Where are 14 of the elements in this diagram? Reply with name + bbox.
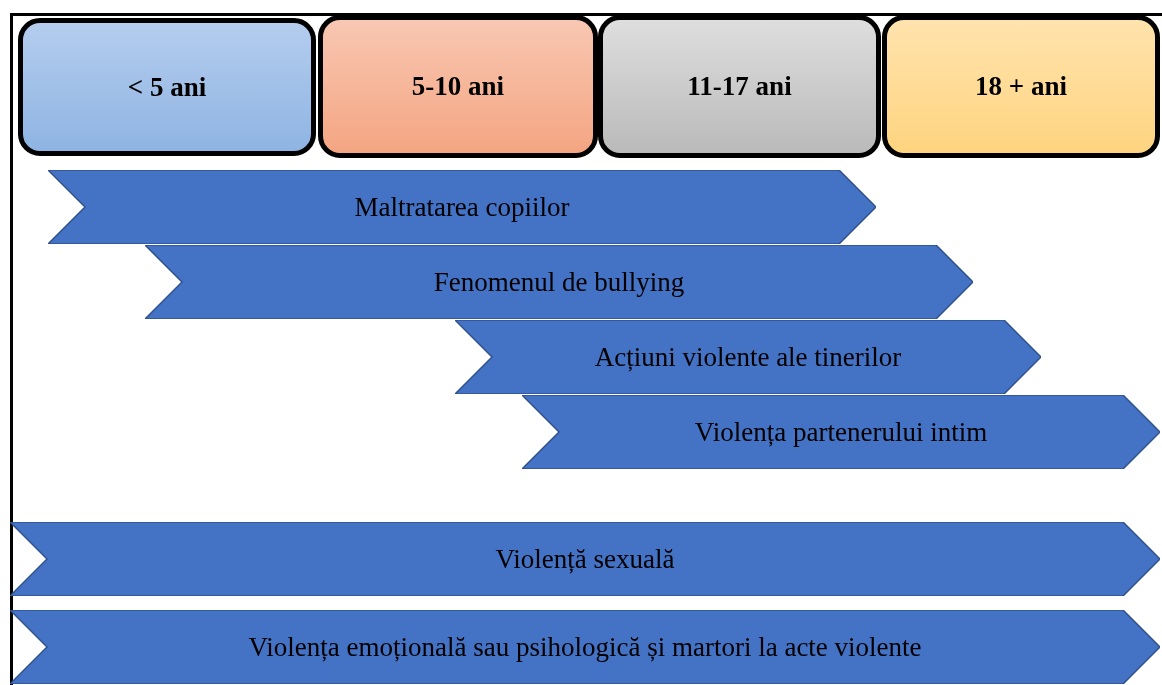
age-label: < 5 ani [127, 70, 207, 104]
band-label: Violența partenerului intim [694, 415, 988, 449]
band-label: Violența emoțională sau psihologică și martori la acte violente [248, 630, 922, 664]
age-label: 11-17 ani [687, 70, 792, 104]
age-box [318, 15, 598, 158]
band-label: Acțiuni violente ale tinerilor [594, 340, 902, 374]
age-label: 5-10 ani [411, 70, 505, 104]
age-box [598, 15, 881, 158]
band-label: Violență sexuală [495, 542, 675, 576]
age-label: 18 + ani [975, 70, 1067, 104]
age-box [882, 15, 1160, 158]
band-label: Fenomenul de bullying [433, 265, 685, 299]
band-label: Maltratarea copiilor [354, 190, 570, 224]
age-box [18, 18, 316, 156]
